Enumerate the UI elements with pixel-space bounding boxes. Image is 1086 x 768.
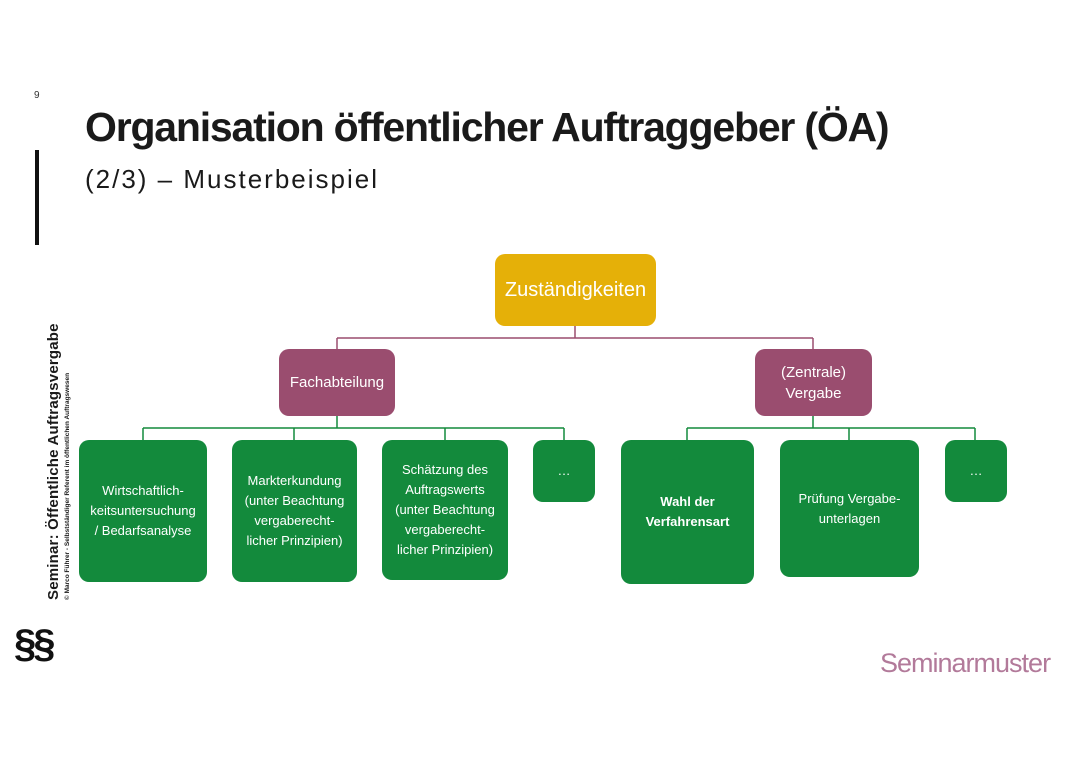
page-number: 9 [34,90,40,101]
node-wirtschaftlichkeit: Wirtschaftlich- keitsuntersuchung / Beda… [79,440,207,582]
accent-bar [35,150,39,245]
page-subtitle: (2/3) – Musterbeispiel [85,164,379,194]
node-auftragswert: Schätzung des Auftragswerts (unter Beach… [382,440,508,580]
node-markterkundung: Markterkundung (unter Beachtung vergaber… [232,440,357,582]
node-root: Zuständigkeiten [495,254,656,326]
node-pruefung: Prüfung Vergabe- unterlagen [780,440,919,577]
paragraph-icon: §§ [14,622,55,666]
node-fach-more: … [533,440,595,502]
node-fachabteilung: Fachabteilung [279,349,395,416]
node-verfahrensart: Wahl der Verfahrensart [621,440,754,584]
page-title: Organisation öffentlicher Auftraggeber (… [85,104,890,150]
node-vergabe-more: … [945,440,1007,502]
node-zentrale-vergabe: (Zentrale) Vergabe [755,349,872,416]
brand-logo: Seminarmuster [880,648,1051,678]
